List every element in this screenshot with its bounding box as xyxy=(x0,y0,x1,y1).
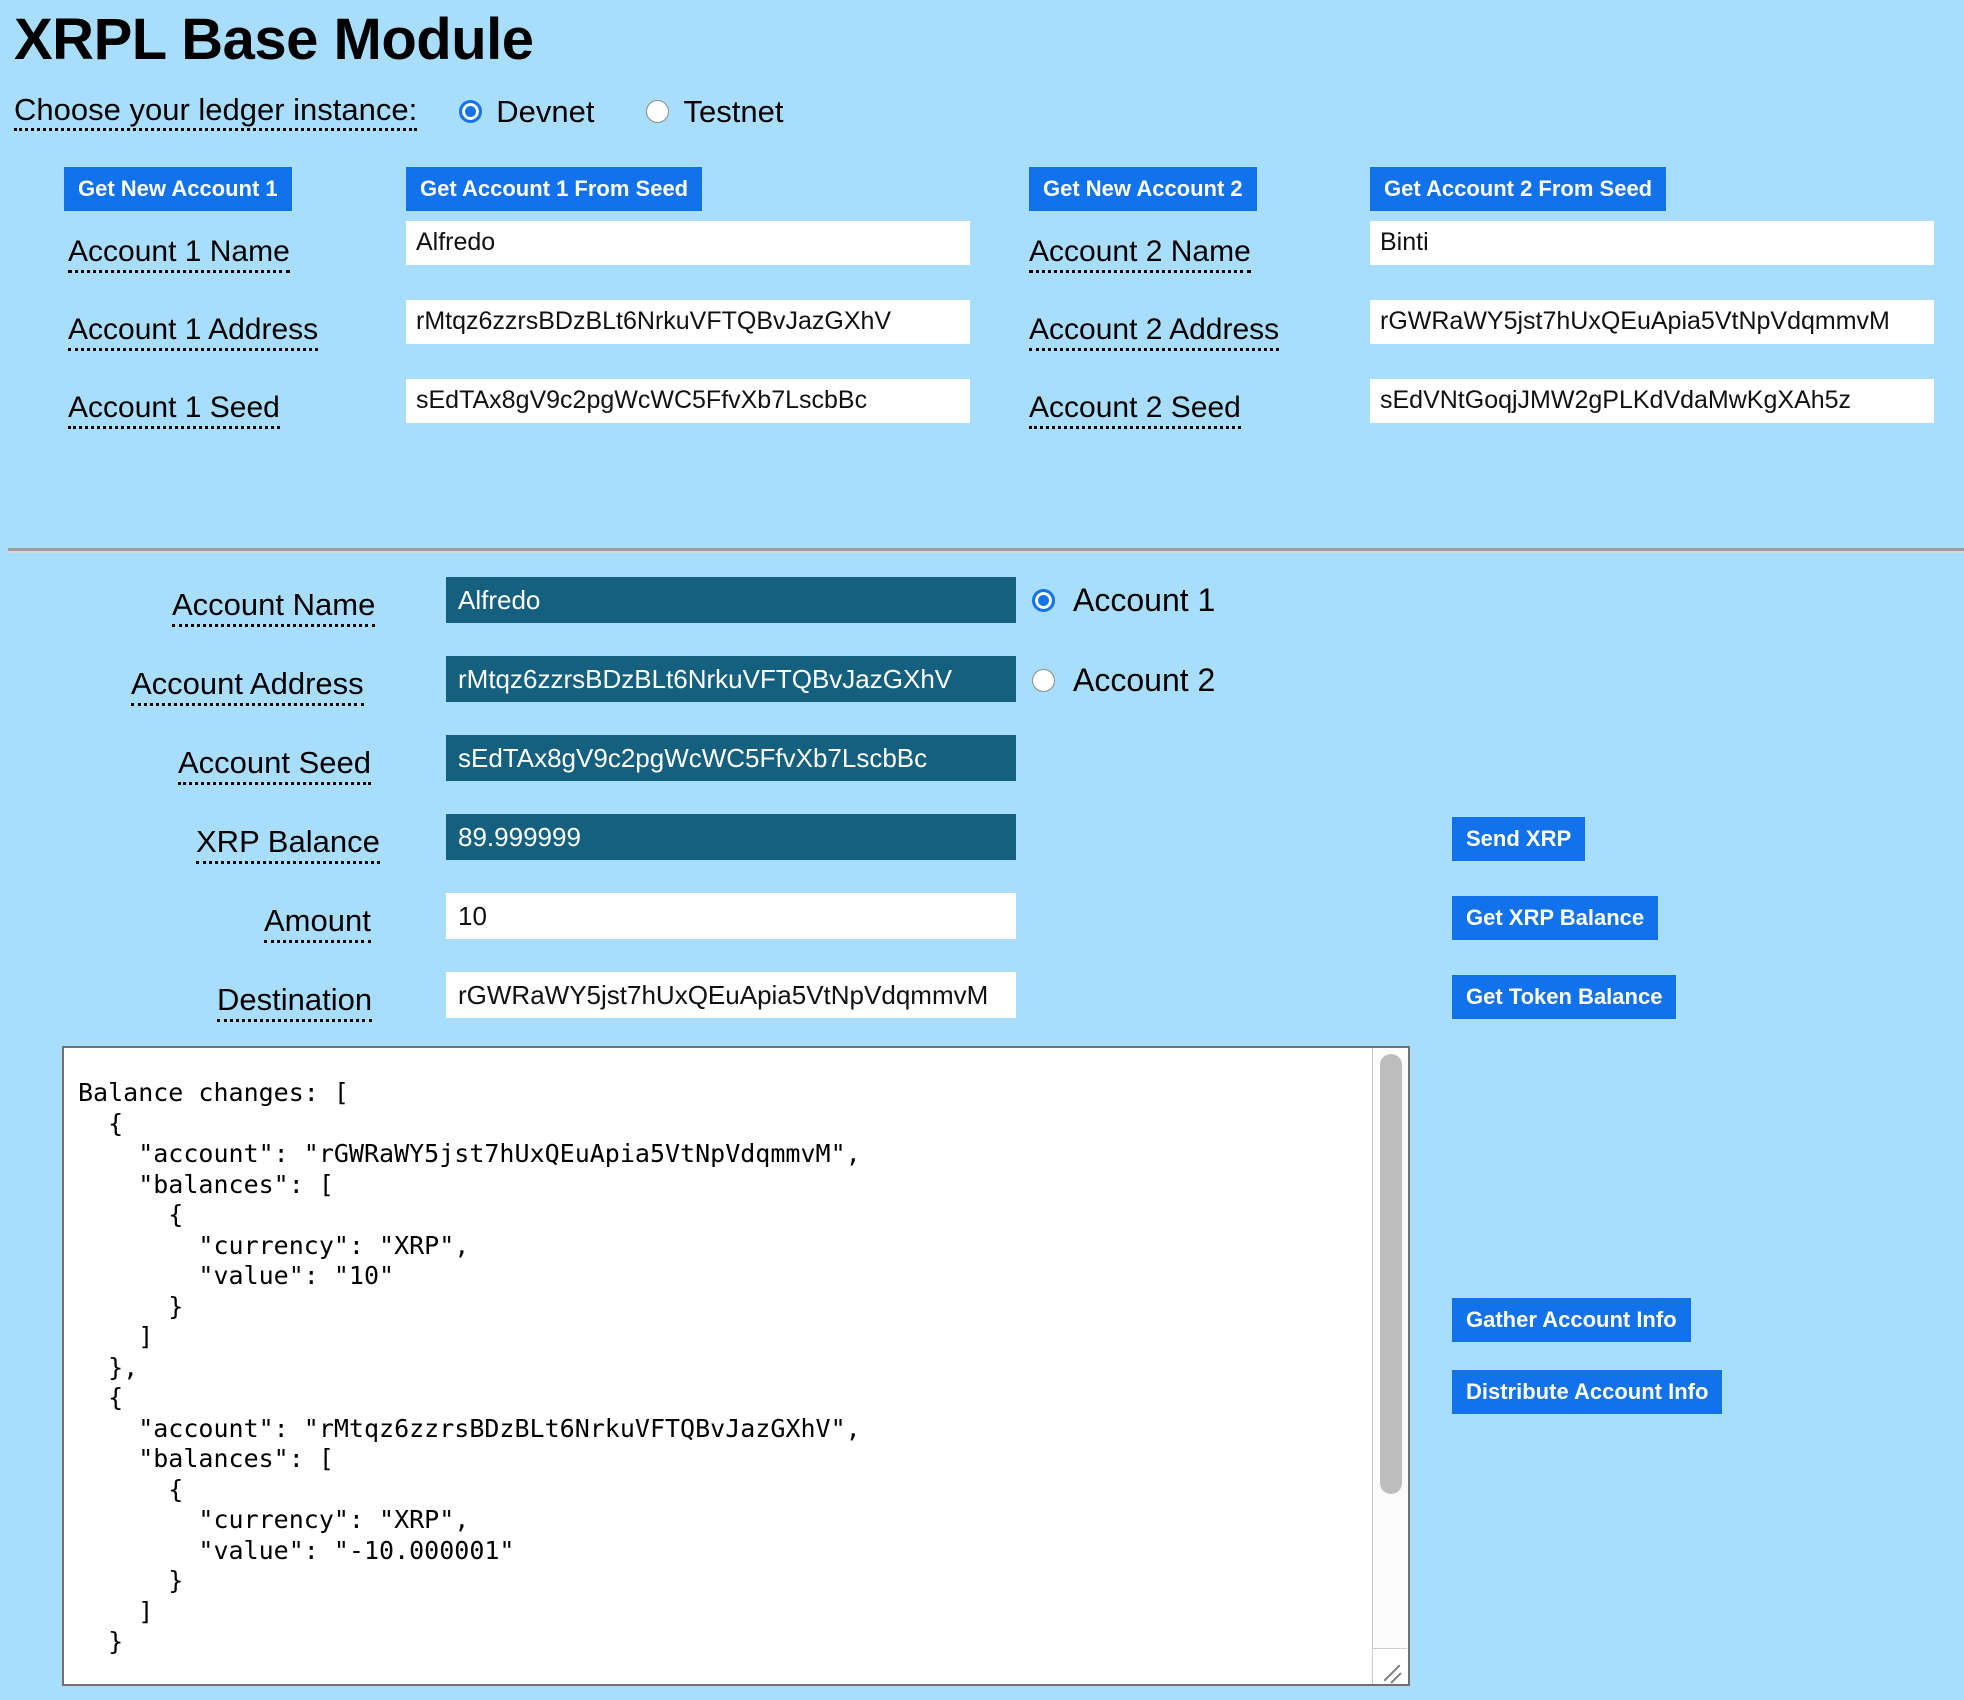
xrp-balance-label: XRP Balance xyxy=(196,824,380,865)
account-seed-field[interactable] xyxy=(446,735,1016,781)
destination-label: Destination xyxy=(217,982,373,1023)
results-scrollbar[interactable] xyxy=(1372,1048,1408,1684)
radio-devnet[interactable]: Devnet xyxy=(459,94,594,130)
accounts-section: Get New Account 1 Get Account 1 From See… xyxy=(0,166,1964,457)
get-account-2-from-seed-button[interactable]: Get Account 2 From Seed xyxy=(1370,166,1667,211)
radio-account-2[interactable]: Account 2 xyxy=(1032,662,1215,699)
destination-field[interactable] xyxy=(446,972,1016,1018)
radio-account-2-label: Account 2 xyxy=(1073,662,1216,698)
ledger-chooser: Choose your ledger instance: Devnet Test… xyxy=(0,71,1964,131)
results-textarea[interactable]: Balance changes: [ { "account": "rGWRaWY… xyxy=(62,1046,1410,1686)
account-1-address-label: Account 1 Address xyxy=(68,313,319,351)
section-divider xyxy=(8,548,1964,553)
account-1-name-input[interactable] xyxy=(406,220,970,265)
radio-account-2-icon[interactable] xyxy=(1032,669,1055,692)
radio-testnet-icon[interactable] xyxy=(646,100,670,124)
account-1-seed-input[interactable] xyxy=(406,378,970,423)
account-1-address-input[interactable] xyxy=(406,299,970,344)
account-2-address-input[interactable] xyxy=(1370,299,1934,344)
radio-testnet[interactable]: Testnet xyxy=(646,94,783,130)
account-2-name-label: Account 2 Name xyxy=(1029,235,1251,273)
ledger-radio-group: Devnet Testnet xyxy=(459,94,783,130)
account-address-label: Account Address xyxy=(131,666,364,707)
radio-account-1-icon[interactable] xyxy=(1032,589,1055,612)
account-2-seed-label: Account 2 Seed xyxy=(1029,391,1241,429)
get-xrp-balance-button[interactable]: Get XRP Balance xyxy=(1452,896,1659,940)
distribute-account-info-button[interactable]: Distribute Account Info xyxy=(1452,1370,1723,1414)
get-account-1-from-seed-button[interactable]: Get Account 1 From Seed xyxy=(406,166,703,211)
results-scrollbar-thumb[interactable] xyxy=(1380,1054,1402,1494)
account-2-seed-input[interactable] xyxy=(1370,378,1934,423)
page-title: XRPL Base Module xyxy=(14,7,534,72)
account-address-field[interactable] xyxy=(446,656,1016,702)
radio-devnet-label: Devnet xyxy=(496,93,595,129)
account-name-label: Account Name xyxy=(172,587,376,628)
results-text[interactable]: Balance changes: [ { "account": "rGWRaWY… xyxy=(78,1078,861,1656)
account-2-address-label: Account 2 Address xyxy=(1029,313,1280,351)
get-new-account-2-button[interactable]: Get New Account 2 xyxy=(1029,166,1257,211)
resize-handle-icon[interactable] xyxy=(1372,1648,1407,1684)
send-xrp-button[interactable]: Send XRP xyxy=(1452,817,1586,861)
account-seed-label: Account Seed xyxy=(178,745,372,786)
account-1-name-label: Account 1 Name xyxy=(68,235,290,273)
radio-account-1-label: Account 1 xyxy=(1073,582,1216,618)
xrp-balance-field[interactable] xyxy=(446,814,1016,860)
radio-devnet-icon[interactable] xyxy=(459,100,483,124)
account-name-field[interactable] xyxy=(446,577,1016,623)
radio-account-1[interactable]: Account 1 xyxy=(1032,582,1215,619)
amount-label: Amount xyxy=(264,903,371,944)
amount-field[interactable] xyxy=(446,893,1016,939)
get-new-account-1-button[interactable]: Get New Account 1 xyxy=(64,166,292,211)
account-1-seed-label: Account 1 Seed xyxy=(68,391,280,429)
get-token-balance-button[interactable]: Get Token Balance xyxy=(1452,975,1677,1019)
gather-account-info-button[interactable]: Gather Account Info xyxy=(1452,1298,1691,1342)
ledger-chooser-label: Choose your ledger instance: xyxy=(14,92,418,131)
radio-testnet-label: Testnet xyxy=(683,93,784,129)
account-2-name-input[interactable] xyxy=(1370,220,1934,265)
